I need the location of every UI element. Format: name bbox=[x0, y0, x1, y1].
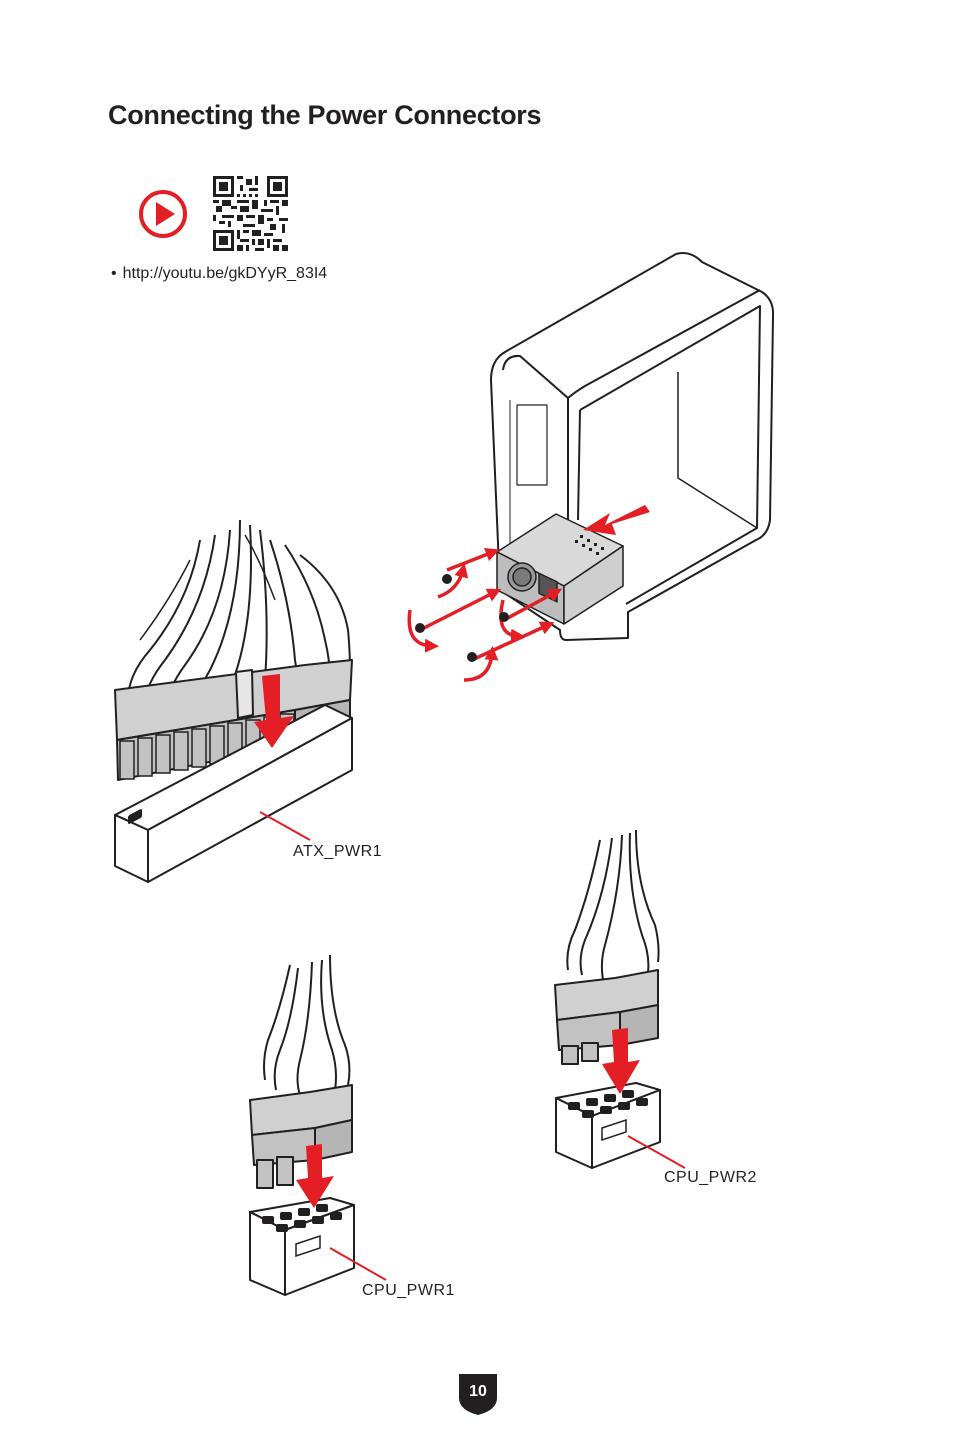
cpu1-leader-line bbox=[329, 1247, 387, 1281]
cpu-pwr2-label: CPU_PWR2 bbox=[664, 1169, 757, 1186]
cpu1-socket-holes bbox=[262, 1204, 342, 1232]
atx-insert-arrow bbox=[254, 674, 294, 748]
cpu2-plug bbox=[554, 969, 659, 1065]
cpu1-cable bbox=[263, 954, 351, 1096]
cpu2-leader-line bbox=[627, 1135, 686, 1169]
cpu2-cable bbox=[566, 829, 660, 981]
page-title: Connecting the Power Connectors bbox=[108, 100, 542, 130]
screws bbox=[407, 548, 563, 682]
video-link[interactable]: • http://youtu.be/gkDYyR_83I4 bbox=[111, 265, 327, 283]
cpu-pwr1-label: CPU_PWR1 bbox=[362, 1282, 455, 1299]
video-row bbox=[138, 176, 298, 252]
psu-insert-arrow bbox=[583, 505, 650, 535]
cpu1-plug bbox=[249, 1084, 353, 1189]
atx-pwr1-label: ATX_PWR1 bbox=[293, 843, 383, 860]
atx-leader-line bbox=[259, 811, 311, 841]
atx-socket-holes bbox=[128, 809, 142, 824]
page-number: 10 bbox=[469, 1383, 487, 1400]
cpu2-socket-holes bbox=[568, 1090, 648, 1118]
qr-code-icon[interactable] bbox=[213, 176, 288, 251]
shield-icon bbox=[459, 1374, 497, 1415]
play-icon[interactable] bbox=[138, 189, 188, 239]
page-number-badge: 10 bbox=[457, 1372, 499, 1416]
video-url[interactable]: http://youtu.be/gkDYyR_83I4 bbox=[122, 265, 328, 282]
atx-socket bbox=[114, 704, 353, 883]
bullet: • bbox=[111, 265, 117, 282]
cpu2-insert-arrow bbox=[602, 1028, 640, 1094]
cpu1-insert-arrow bbox=[296, 1144, 334, 1208]
screw-heads bbox=[415, 574, 509, 662]
